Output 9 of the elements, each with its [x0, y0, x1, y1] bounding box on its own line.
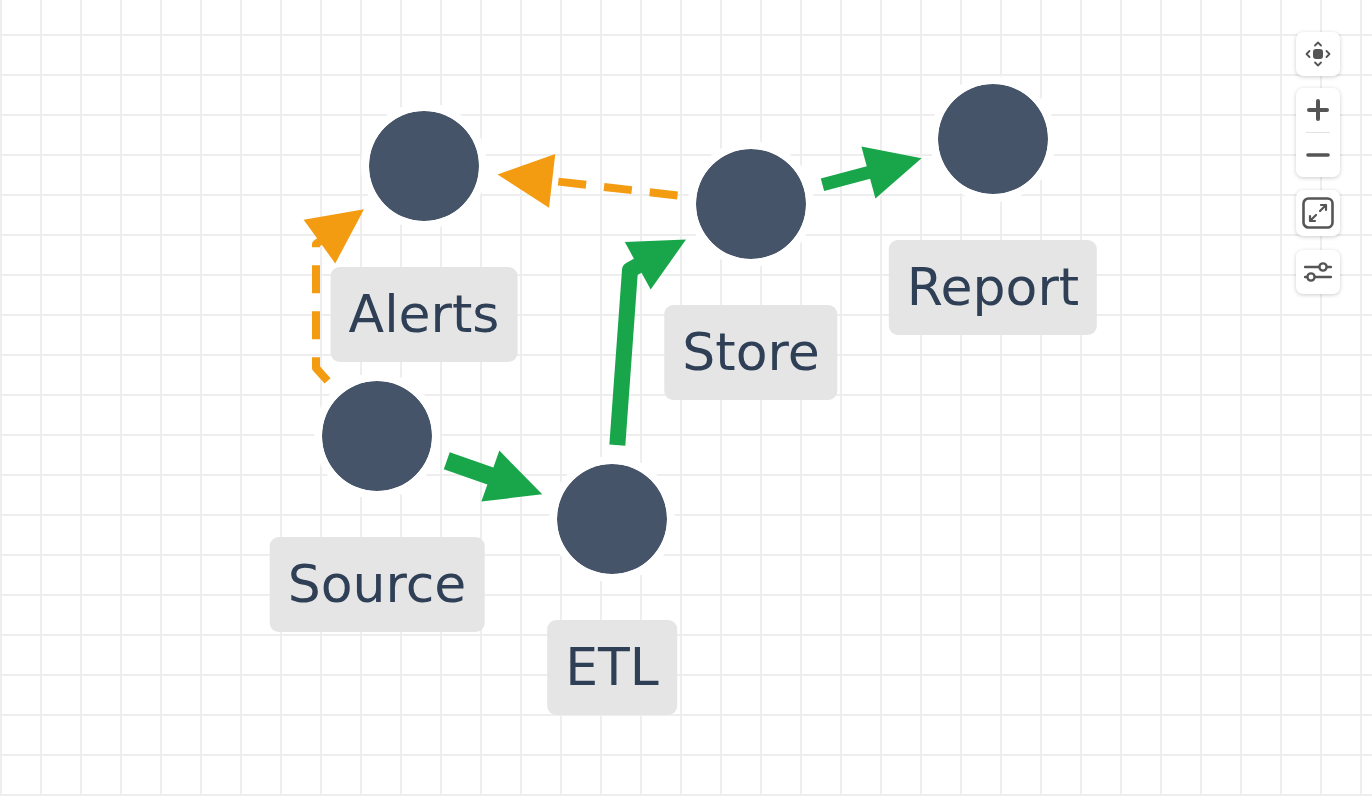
node-label: ETL	[547, 620, 677, 715]
arrow	[443, 450, 543, 502]
node-label: Report	[888, 240, 1098, 335]
node-label: Alerts	[330, 267, 518, 362]
node-label: Store	[664, 305, 838, 400]
arrow	[303, 209, 364, 384]
arrow	[609, 239, 687, 446]
node-label: Source	[269, 537, 485, 632]
arrow	[820, 146, 922, 199]
